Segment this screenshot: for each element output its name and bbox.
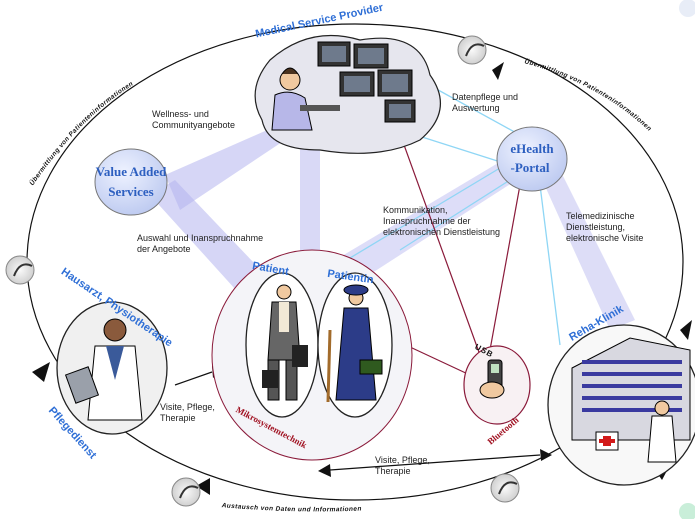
label-kommunikation-3: elektronischen Dienstleistung (383, 227, 500, 237)
arrow-bottom-head-right (540, 449, 552, 461)
link-vas-patient (150, 180, 275, 300)
ring-arrow-top (492, 62, 504, 80)
label-telemedizin-1: Telemedizinische (566, 211, 635, 221)
value-added-line2: Services (108, 184, 153, 199)
label-wellness-1: Wellness- und (152, 109, 209, 119)
usb-node (463, 345, 531, 425)
link-portal-reha (540, 170, 635, 330)
label-visite-bottom-2: Therapie (375, 466, 411, 476)
link-portal-reha-line (539, 184, 561, 346)
ring-arrow-left (32, 362, 50, 382)
label-visite-left-1: Visite, Pflege, (160, 402, 215, 412)
arrow-bottom-line (329, 454, 541, 471)
ring-arrow-bottom (196, 478, 210, 495)
label-datenpflege-1: Datenpflege und (452, 92, 518, 102)
ring-text-bottom: Austausch von Daten und Informationen (220, 502, 361, 513)
reha-klinik-illustration (547, 324, 695, 486)
label-visite-left-2: Therapie (160, 413, 196, 423)
label-wellness-2: Communityangebote (152, 120, 235, 130)
dish-icon (5, 255, 35, 285)
arrow-left-line (174, 371, 213, 386)
label-auswahl-1: Auswahl und Inanspruchnahme (137, 233, 263, 243)
dish-icon (171, 477, 201, 507)
patient-group (211, 249, 413, 461)
link-patient-portal (310, 150, 540, 300)
link-provider-patient (300, 120, 320, 265)
label-telemedizin-2: Dienstleistung, (566, 222, 625, 232)
label-auswahl-2: der Angebote (137, 244, 191, 254)
hausarzt-illustration (56, 301, 168, 435)
corner-decoration (679, 503, 695, 519)
link-provider-usb (394, 119, 481, 356)
ehealth-portal-node (496, 126, 568, 192)
label-datenpflege-2: Auswertung (452, 103, 500, 113)
value-added-line1: Value Added (96, 164, 167, 179)
corner-decoration (679, 0, 695, 17)
label-telemedizin-3: elektronische Visite (566, 233, 643, 243)
ehealth-line2: -Portal (511, 160, 550, 175)
provider-title: Medical Service Provider (254, 2, 385, 41)
link-portal-patient (399, 179, 511, 251)
dish-icon (457, 35, 487, 65)
link-portal-usb (489, 184, 521, 351)
label-visite-bottom-1: Visite, Pflege, (375, 455, 430, 465)
value-added-node (94, 148, 168, 216)
label-kommunikation-2: Inanspruchnahme der (383, 216, 471, 226)
ring-arrow-right (680, 320, 692, 340)
arrow-bottom-head-left (318, 464, 331, 477)
label-kommunikation-1: Kommunikation, (383, 205, 448, 215)
provider-cloud (254, 34, 441, 154)
dish-icon (490, 473, 520, 503)
ehealth-line1: eHealth (510, 141, 554, 156)
